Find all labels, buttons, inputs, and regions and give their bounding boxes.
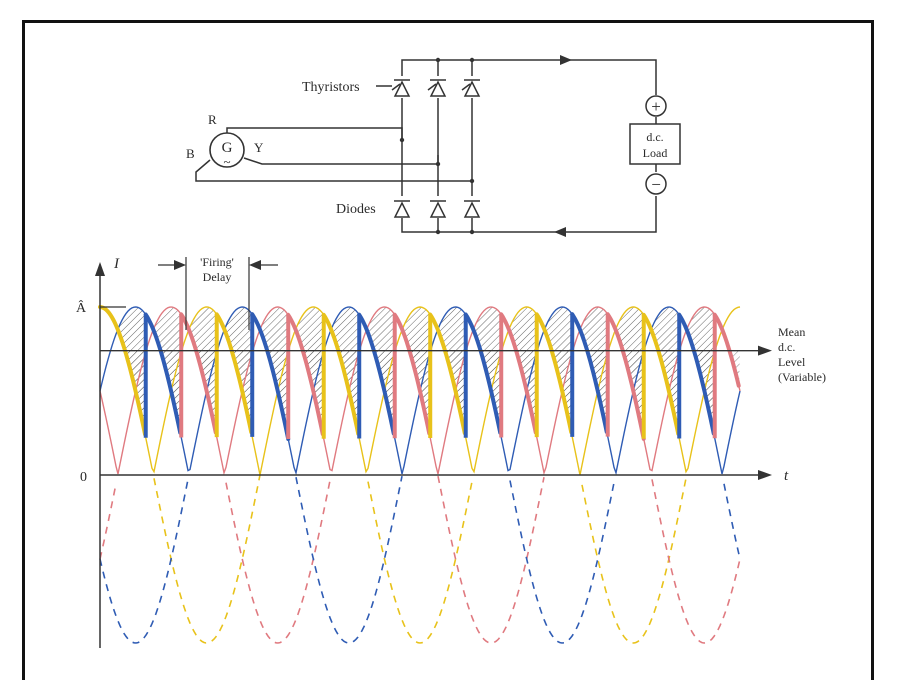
axis-y-label: I	[113, 256, 120, 272]
phase-blue-negative-half	[509, 480, 615, 644]
thyristor-3	[461, 79, 481, 97]
current-arrow-top	[560, 55, 572, 65]
phase-red-negative-half	[437, 475, 545, 644]
output-segment-blue	[357, 312, 396, 436]
phase-yellow-negative-half	[153, 474, 261, 644]
mean-label-line3: Level	[778, 355, 806, 369]
dc-load-box	[629, 123, 681, 165]
output-segment-red	[712, 312, 741, 388]
phase-b-label: B	[186, 146, 195, 161]
generator-tilde: ~	[223, 154, 230, 169]
generator-label: G	[222, 140, 233, 156]
firing-delay-bracket	[158, 257, 278, 330]
output-segment-red	[179, 312, 218, 435]
diodes-label: Diodes	[336, 202, 376, 217]
origin-label: 0	[80, 470, 87, 485]
plus-symbol: +	[651, 97, 661, 116]
phase-yellow-negative-half	[367, 481, 473, 644]
thyristor-2	[427, 79, 447, 97]
junction-dots	[399, 57, 475, 235]
thyristors-label: Thyristors	[302, 80, 360, 95]
mean-label-line1: Mean	[778, 325, 805, 339]
axis-x-label: t	[784, 468, 789, 484]
minus-symbol: −	[651, 175, 661, 194]
diode-2	[429, 200, 447, 218]
hatched-below-mean	[125, 350, 740, 438]
plus-terminal-icon	[645, 95, 667, 117]
output-segment-red	[286, 312, 325, 436]
firing-label-line2: Delay	[203, 270, 232, 284]
minus-terminal-icon	[645, 173, 667, 195]
firing-label-line1: 'Firing'	[200, 255, 234, 269]
negative-half-waves	[99, 474, 741, 644]
load-label-line2: Load	[643, 146, 668, 160]
output-segment-blue	[570, 312, 609, 434]
output-segment-red	[499, 312, 538, 435]
output-segment-red	[392, 312, 432, 436]
phase-blue-negative-half	[295, 475, 403, 644]
mean-dc-level-arrow	[758, 345, 772, 356]
output-segment-yellow	[98, 305, 147, 437]
phase-y-label: Y	[254, 140, 264, 155]
y-axis-arrow	[95, 262, 105, 276]
waveform-graph: I t 0 Â 'Firing' Delay Mean d.c. Level (…	[76, 255, 826, 648]
output-segment-red	[605, 312, 646, 441]
firing-commutation-lines	[143, 314, 717, 440]
output-segment-blue	[250, 312, 291, 441]
output-segment-blue	[143, 312, 183, 435]
phase-blue-negative-half	[99, 479, 189, 644]
phase-red-negative-half	[651, 479, 741, 644]
peak-label: Â	[76, 299, 87, 316]
output-envelope	[98, 305, 741, 441]
mean-label-line4: (Variable)	[778, 370, 826, 384]
output-segment-yellow	[321, 312, 361, 436]
output-segment-yellow	[534, 312, 574, 435]
phase-blue-negative-half	[723, 483, 741, 560]
output-segment-blue	[677, 312, 716, 436]
output-segment-yellow	[214, 312, 254, 435]
phase-red-negative-half	[225, 480, 331, 644]
phase-yellow-rectified-wave	[99, 306, 741, 476]
diode-3	[463, 200, 481, 218]
rectifier-circuit: G ~ R Y B	[186, 55, 681, 237]
output-segment-yellow	[428, 312, 467, 435]
current-arrow-bottom	[554, 227, 566, 237]
load-label-line1: d.c.	[646, 130, 663, 144]
output-segment-yellow	[641, 312, 681, 436]
output-segment-blue	[463, 312, 503, 435]
phase-red-negative-half	[99, 483, 117, 560]
mean-label-line2: d.c.	[778, 340, 795, 354]
x-axis-arrow	[758, 470, 772, 480]
diode-1	[393, 200, 411, 218]
thyristor-1	[391, 79, 411, 97]
bridge-rails	[376, 59, 657, 233]
phase-r-label: R	[208, 112, 217, 127]
